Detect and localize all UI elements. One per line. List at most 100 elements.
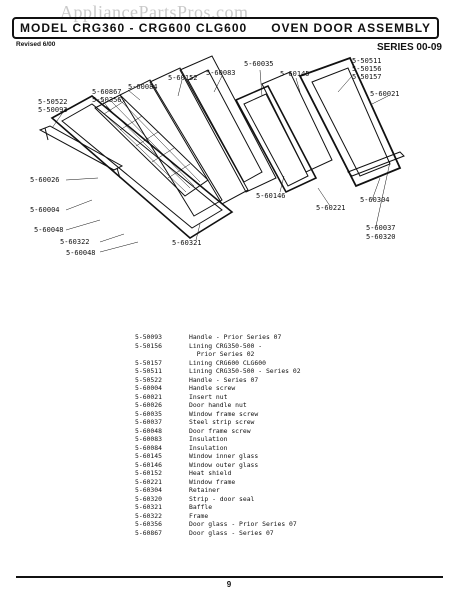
callout-5-50522: 5-50522: [38, 98, 68, 106]
parts-row: 5-50157 Lining CRG600 CLG600: [135, 359, 301, 368]
part-description: Strip - door seal: [189, 494, 255, 503]
part-number: 5-60322: [135, 511, 162, 520]
door-frame-inner: [61, 103, 223, 229]
part-number: 5-60026: [135, 401, 162, 409]
parts-row: 5-60083 Insulation: [135, 435, 301, 444]
parts-row: 5-60035 Window frame screw: [135, 410, 301, 419]
part-description: Heat shield: [189, 469, 232, 477]
callout-5-60321: 5-60321: [172, 239, 202, 247]
callout-5-60048-b: 5-60048: [66, 249, 96, 257]
part-number: 5-50511: [135, 367, 162, 375]
part-number: 5-60021: [135, 392, 162, 401]
part-number: 5-60083: [135, 435, 162, 443]
leader-lines: [51, 69, 391, 253]
parts-row: 5-60322 Frame: [135, 512, 301, 521]
exploded-door-diagram: 5-50522 5-50093 5-60867 5-50356 5-60084 …: [30, 55, 405, 257]
window-glass-shape: [261, 71, 333, 173]
part-description: Insulation: [189, 443, 228, 452]
part-description: Lining CRG350-500 - Series 02: [189, 367, 301, 375]
parts-row: 5-60037 Steel strip screw: [135, 418, 301, 427]
part-number: 5-50157: [135, 358, 162, 367]
part-description: Window frame: [189, 477, 236, 486]
part-number: 5-60037: [135, 418, 162, 426]
part-number: 5-60152: [135, 469, 162, 477]
parts-row: 5-60356 Door glass - Prior Series 07: [135, 520, 301, 529]
parts-row: 5-60867 Door glass - Series 07: [135, 529, 301, 538]
part-description: Door glass - Series 07: [189, 528, 274, 537]
part-number: 5-60321: [135, 503, 162, 511]
part-number: 5-60867: [135, 528, 162, 537]
part-number: 5-60048: [135, 426, 162, 435]
part-description: Lining CRG600 CLG600: [189, 358, 266, 367]
parts-row: 5-50511 Lining CRG350-500 - Series 02: [135, 367, 301, 376]
assembly-title: OVEN DOOR ASSEMBLY: [271, 21, 431, 35]
callout-5-60304: 5-60304: [360, 196, 390, 204]
part-description: Retainer: [189, 486, 220, 494]
part-number: 5-50522: [135, 375, 162, 384]
glass-hatching: [99, 97, 201, 193]
callout-5-60004: 5-60004: [30, 206, 60, 214]
page-title: MODEL CRG360 - CRG600 CLG600 OVEN DOOR A…: [12, 17, 439, 39]
insulation-a-shape: [119, 79, 223, 217]
part-number: 5-60145: [135, 452, 162, 460]
part-number: 5-60004: [135, 384, 162, 392]
part-description: Frame: [189, 511, 209, 520]
callout-5-60037: 5-60037: [366, 224, 396, 232]
callout-5-60021: 5-60021: [370, 90, 400, 98]
callout-5-50093: 5-50093: [38, 106, 68, 114]
part-number: 5-60146: [135, 460, 162, 469]
model-title: MODEL CRG360 - CRG600 CLG600: [20, 21, 248, 35]
part-description: Handle - Prior Series 07: [189, 333, 282, 341]
callout-5-60867: 5-60867: [92, 88, 122, 96]
parts-row: 5-60021 Insert nut: [135, 393, 301, 402]
revised-date: Revised 6/00: [16, 41, 56, 48]
door-frame-shape: [50, 95, 234, 239]
parts-row: 5-60152 Heat shield: [135, 469, 301, 478]
part-number: 5-50156: [135, 341, 162, 350]
part-number: 5-60320: [135, 494, 162, 503]
handle-shape: [38, 125, 124, 171]
part-description: Prior Series 02: [189, 350, 255, 358]
part-description: Steel strip screw: [189, 418, 255, 426]
page-number: 9: [226, 580, 232, 589]
callout-5-50511: 5-50511: [352, 57, 382, 65]
callout-5-60152: 5-60152: [168, 74, 198, 82]
callout-5-60084: 5-60084: [128, 83, 158, 91]
callout-5-60146: 5-60146: [256, 192, 286, 200]
callout-5-60322: 5-60322: [60, 238, 90, 246]
part-description: Window frame screw: [189, 409, 259, 418]
part-number: 5-50093: [135, 333, 162, 341]
window-frame-shape: [234, 84, 318, 194]
part-number: 5-60356: [135, 520, 162, 528]
part-description: Door glass - Prior Series 07: [189, 520, 297, 528]
part-description: Window outer glass: [189, 460, 259, 469]
callout-5-60083: 5-60083: [206, 69, 236, 77]
part-number: [135, 350, 189, 359]
heat-shield-shape: [149, 67, 249, 205]
parts-row: 5-50156 Lining CRG350-500 -: [135, 342, 301, 351]
callout-5-60035: 5-60035: [244, 60, 274, 68]
part-description: Insert nut: [189, 392, 228, 401]
part-number: 5-60035: [135, 409, 162, 418]
part-description: Door handle nut: [189, 401, 247, 409]
callout-5-50157: 5-50157: [352, 73, 382, 81]
part-description: Insulation: [189, 435, 228, 443]
callout-5-50156: 5-50156: [352, 65, 382, 73]
panel-inner: [187, 69, 263, 183]
parts-row: 5-50093 Handle - Prior Series 07: [135, 333, 301, 342]
part-description: Lining CRG350-500 -: [189, 341, 263, 350]
parts-row: 5-60048 Door frame screw: [135, 427, 301, 436]
callout-5-60320: 5-60320: [366, 233, 396, 241]
part-description: Door frame screw: [189, 426, 251, 435]
parts-row: 5-60146 Window outer glass: [135, 461, 301, 470]
callout-5-60048-a: 5-60048: [34, 226, 64, 234]
window-frame-inner: [243, 93, 309, 187]
part-number: 5-60304: [135, 486, 162, 494]
